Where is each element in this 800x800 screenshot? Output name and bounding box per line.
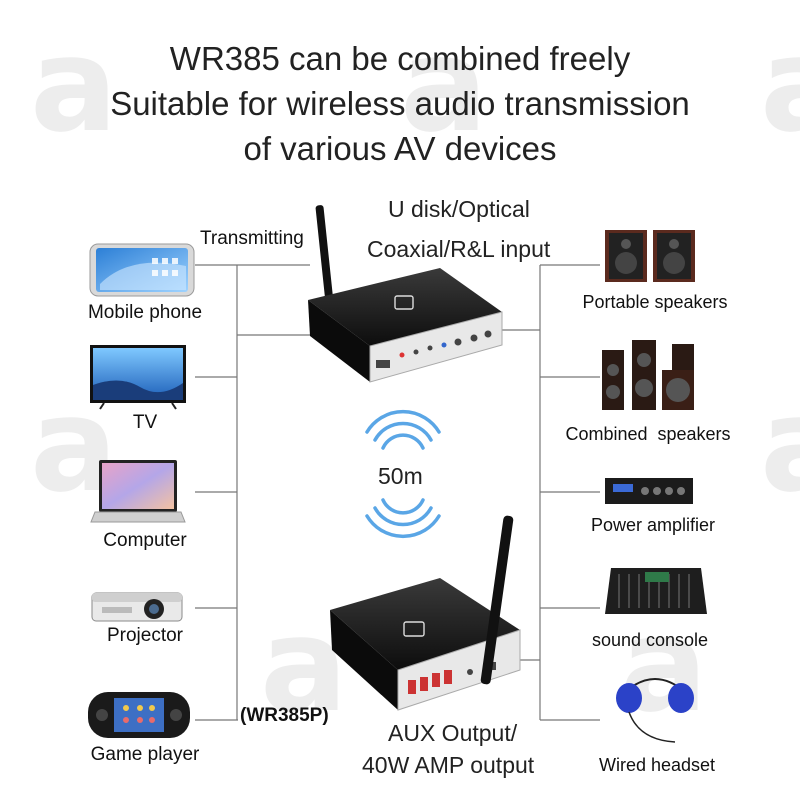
source-label-tv: TV: [132, 412, 158, 433]
output-connector-lines: [500, 264, 600, 721]
transmitter-device: [308, 205, 503, 383]
output-label-sound-console: sound console: [591, 630, 709, 650]
mobile-phone-icon: [89, 243, 195, 297]
watermark-logo: a: [760, 20, 800, 150]
source-label-mobile-phone: Mobile phone: [87, 302, 203, 323]
output-label-combined-speakers: Combined speakers: [565, 424, 731, 444]
power-amplifier-icon: [605, 478, 693, 504]
headset-icon: [616, 678, 694, 743]
bookshelf-speakers-icon: [605, 230, 695, 282]
output-label-wired-headset: Wired headset: [598, 755, 716, 775]
headline-line-1: WR385 can be combined freely: [169, 40, 631, 77]
receiver-output-line-1: AUX Output/: [388, 720, 518, 746]
receiver-device: [330, 515, 521, 711]
source-connector-lines: [195, 264, 310, 721]
output-label-portable-speakers: Portable speakers: [582, 292, 728, 312]
game-player-icon: [88, 692, 190, 738]
transmitter-input-line-1: U disk/Optical: [388, 196, 530, 222]
receiver-model-label: (WR385P): [240, 705, 329, 726]
source-label-projector: Projector: [106, 625, 184, 646]
source-label-game-player: Game player: [90, 744, 200, 765]
headline-line-2: Suitable for wireless audio transmission: [110, 85, 690, 122]
transmitter-input-line-2: Coaxial/R&L input: [367, 236, 551, 262]
mixing-console-icon: [605, 568, 707, 614]
receiver-output-line-2: 40W AMP output: [362, 752, 535, 778]
watermark-logo: a: [400, 9, 488, 161]
watermark-logo: a: [760, 380, 800, 510]
projector-icon: [91, 592, 183, 622]
range-label: 50m: [378, 463, 423, 489]
watermark-logo: a: [30, 9, 118, 161]
source-label-computer: Computer: [103, 530, 187, 551]
laptop-icon: [90, 460, 186, 523]
headline-line-3: of various AV devices: [243, 130, 557, 167]
speaker-system-icon: [602, 340, 694, 410]
transmitting-label: Transmitting: [200, 228, 304, 249]
tv-icon: [90, 345, 186, 410]
output-label-power-amplifier: Power amplifier: [590, 515, 716, 535]
wireless-signal-icon: [365, 409, 441, 539]
